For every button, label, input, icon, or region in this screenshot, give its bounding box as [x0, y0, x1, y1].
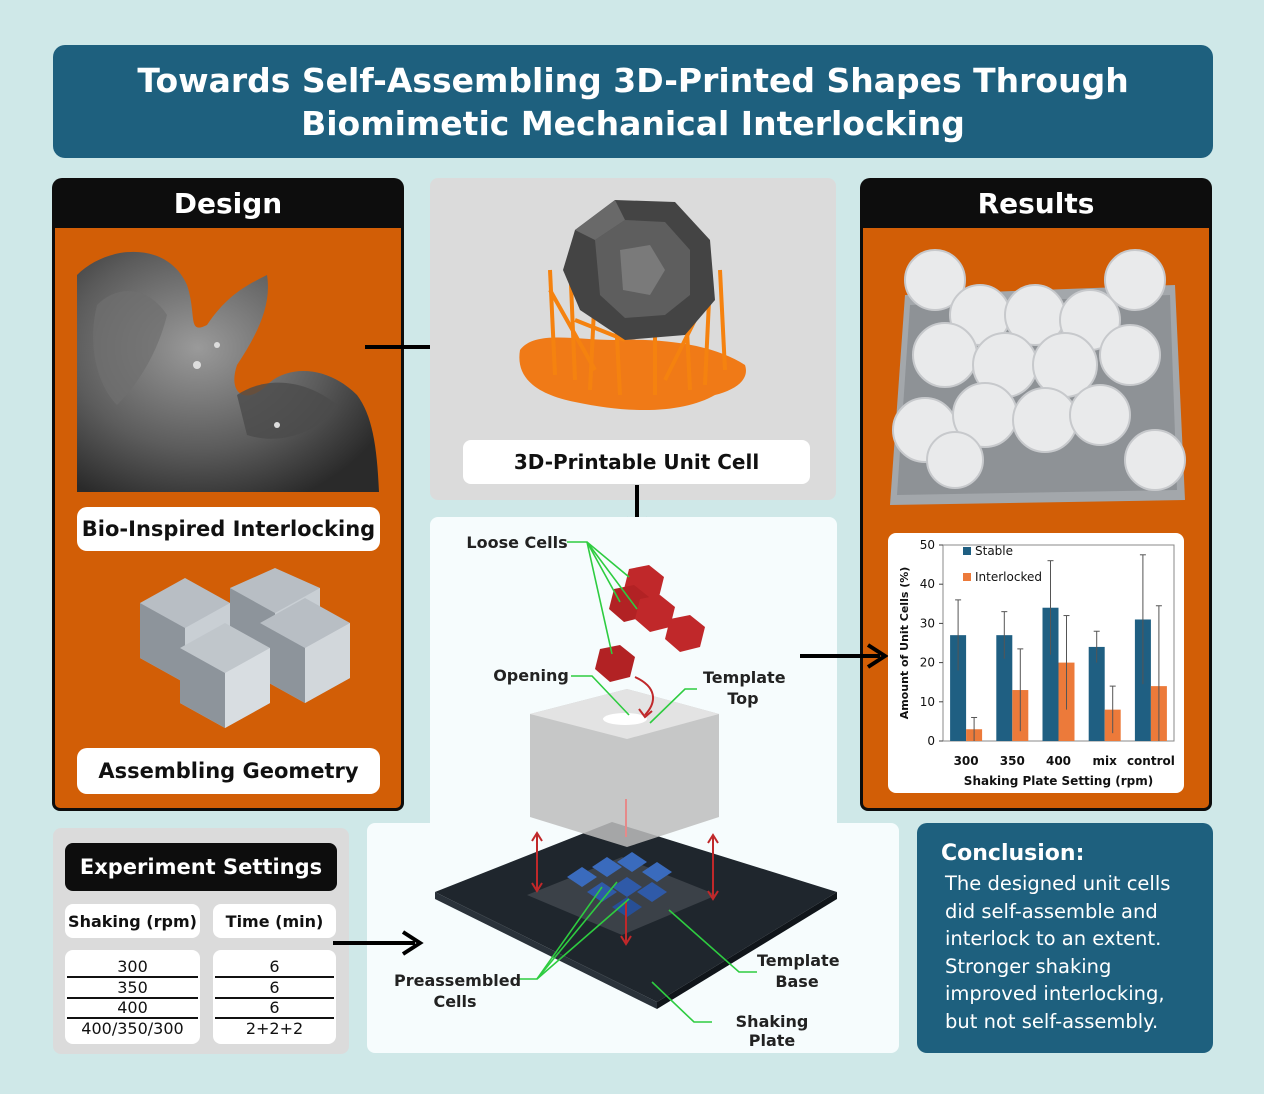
- y-tick-label: 30: [920, 616, 935, 630]
- time-value-cell: 2+2+2: [245, 1018, 304, 1038]
- title-banner: Towards Self-Assembling 3D-Printed Shape…: [53, 45, 1213, 158]
- assembling-geometry-text: Assembling Geometry: [98, 759, 359, 783]
- chart-card: [888, 533, 1184, 793]
- shaking-value-cell: 350: [117, 977, 148, 997]
- design-header: Design: [52, 178, 404, 228]
- shaking-col-header: Shaking (rpm): [65, 904, 200, 938]
- conclusion-box: Conclusion: The designed unit cells did …: [917, 823, 1213, 1053]
- table-divider: [67, 1017, 198, 1019]
- opening-label: Opening: [493, 666, 569, 685]
- shaking-col-text: Shaking (rpm): [68, 911, 197, 931]
- x-tick-label: mix: [1093, 754, 1118, 768]
- shaking-value-cell: 300: [117, 957, 148, 976]
- y-tick-label: 40: [920, 577, 935, 591]
- template-top: [530, 689, 719, 847]
- spacing-arrows: [531, 799, 719, 946]
- bar-stable: [950, 635, 967, 741]
- table-divider: [67, 996, 198, 999]
- drop-arrow: [634, 676, 654, 716]
- results-photo: [885, 245, 1189, 507]
- preassembled-cells-label: Preassembled Cells: [394, 971, 522, 1011]
- conclusion-heading: Conclusion:: [941, 841, 1085, 866]
- y-tick-label: 10: [920, 695, 935, 709]
- experiment-header-text: Experiment Settings: [79, 855, 323, 879]
- legend-label: Interlocked: [975, 570, 1042, 584]
- unit-cell-text: 3D-Printable Unit Cell: [513, 450, 760, 474]
- design-header-text: Design: [173, 186, 283, 220]
- opening-hole: [603, 713, 647, 725]
- bio-interlocking-image: [77, 251, 379, 492]
- legend-swatch: [963, 547, 971, 555]
- experiment-header: Experiment Settings: [65, 843, 337, 891]
- rhombic-cell-3: [260, 598, 350, 703]
- conclusion-text: The designed unit cells did self-assembl…: [945, 872, 1171, 1033]
- bio-inspired-label: Bio-Inspired Interlocking: [77, 507, 380, 551]
- time-value-cell: 6: [269, 998, 280, 1017]
- results-header: Results: [860, 178, 1212, 228]
- y-axis-label: Amount of Unit Cells (%): [898, 567, 911, 720]
- time-col-header: Time (min): [213, 904, 336, 938]
- template-top-label: Template Top: [703, 668, 786, 708]
- table-divider: [215, 996, 334, 999]
- time-col-text: Time (min): [225, 911, 324, 931]
- arrow-to-assembly: [333, 930, 424, 956]
- shaking-value-cell: 400/350/300: [81, 1018, 184, 1038]
- legend-label: Stable: [975, 544, 1013, 558]
- y-tick-label: 50: [920, 538, 935, 552]
- assembling-geometry-image: [140, 568, 350, 728]
- time-value-cell: 6: [269, 977, 280, 997]
- table-divider: [215, 976, 334, 978]
- x-tick-label: control: [1127, 754, 1175, 768]
- template-base-label: Template Base: [757, 951, 840, 991]
- y-tick-label: 0: [927, 734, 935, 748]
- results-header-text: Results: [977, 186, 1095, 220]
- rhombic-cell-4: [180, 623, 270, 728]
- unit-cell-image: [519, 200, 746, 411]
- bar-stable: [1042, 607, 1059, 741]
- x-tick-label: 300: [954, 754, 979, 768]
- shaking-value-cell: 400: [117, 998, 148, 1017]
- loose-cells-label: Loose Cells: [466, 533, 568, 552]
- assembly-diagram: [435, 541, 837, 1023]
- legend-swatch: [963, 573, 971, 581]
- poster-title: Towards Self-Assembling 3D-Printed Shape…: [137, 60, 1129, 143]
- table-divider: [215, 1017, 334, 1019]
- bar-stable: [1088, 646, 1105, 741]
- x-axis-label: Shaking Plate Setting (rpm): [964, 774, 1153, 788]
- y-tick-label: 20: [920, 656, 935, 670]
- x-tick-label: 400: [1046, 754, 1071, 768]
- shaking-plate-label: Shaking Plate: [735, 1012, 809, 1050]
- unit-cell-label: 3D-Printable Unit Cell: [463, 440, 810, 484]
- time-value-cell: 6: [269, 957, 280, 976]
- bar-stable: [996, 635, 1013, 741]
- loose-cells-group: [595, 565, 705, 682]
- arrow-to-results: [800, 643, 889, 669]
- table-divider: [67, 976, 198, 978]
- bio-inspired-text: Bio-Inspired Interlocking: [81, 517, 376, 541]
- assembling-geometry-label: Assembling Geometry: [77, 748, 380, 794]
- x-tick-label: 350: [1000, 754, 1025, 768]
